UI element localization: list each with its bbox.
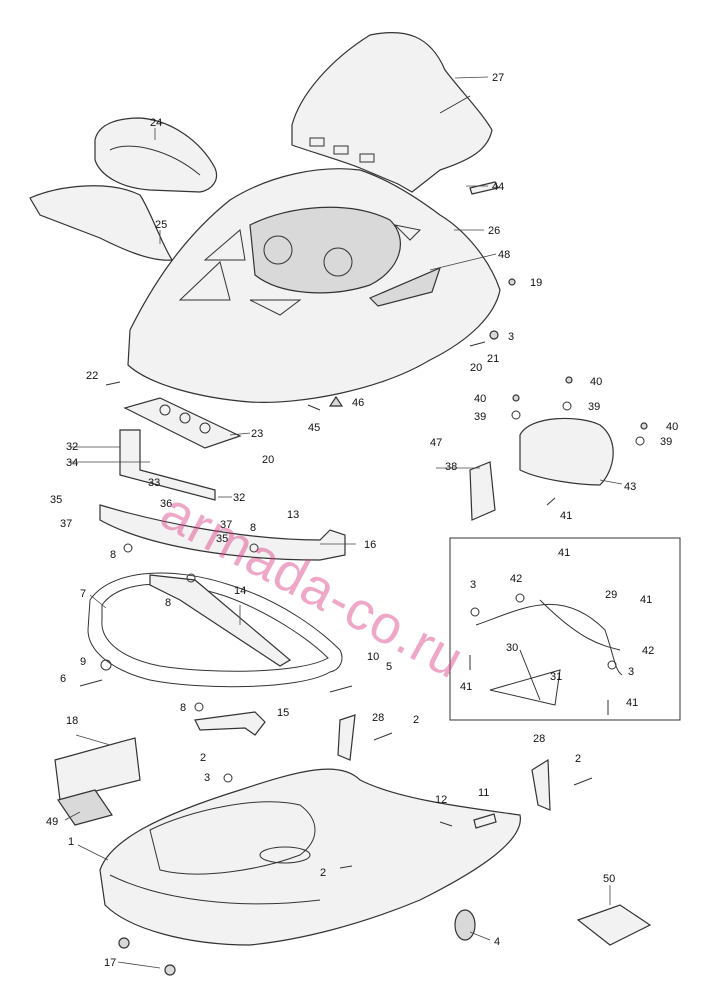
callout-8d: 8 bbox=[180, 702, 186, 714]
callout-28b: 28 bbox=[533, 733, 545, 745]
callout-42b: 42 bbox=[642, 645, 654, 657]
callout-27: 27 bbox=[492, 72, 504, 84]
callout-12: 12 bbox=[435, 794, 447, 806]
callout-28: 28 bbox=[372, 712, 384, 724]
callout-41e: 41 bbox=[626, 697, 638, 709]
callout-5: 5 bbox=[386, 661, 392, 673]
callout-41: 41 bbox=[560, 510, 572, 522]
callout-13: 13 bbox=[287, 509, 299, 521]
callout-42: 42 bbox=[510, 573, 522, 585]
console-cover bbox=[519, 417, 614, 486]
callout-31: 31 bbox=[550, 671, 562, 683]
front-support bbox=[99, 504, 346, 561]
callout-3: 3 bbox=[508, 331, 514, 343]
leader-lines bbox=[64, 76, 623, 969]
callout-2: 2 bbox=[413, 714, 419, 726]
foam-plate bbox=[54, 737, 141, 801]
wiring-harness bbox=[475, 599, 623, 706]
side-bracket bbox=[469, 461, 496, 521]
callout-3c: 3 bbox=[628, 666, 634, 678]
callout-29: 29 bbox=[605, 589, 617, 601]
callout-numbers: 27 24 44 25 26 48 19 3 21 20 22 46 45 23… bbox=[46, 72, 678, 969]
callout-32b: 32 bbox=[233, 492, 245, 504]
side-panel-upper bbox=[94, 117, 218, 193]
callout-40: 40 bbox=[590, 376, 602, 388]
hood-support-bracket bbox=[119, 397, 242, 501]
callout-49: 49 bbox=[46, 816, 58, 828]
callout-20: 20 bbox=[470, 362, 482, 374]
hardware bbox=[79, 278, 648, 976]
callout-50: 50 bbox=[603, 873, 615, 885]
callout-24: 24 bbox=[150, 117, 162, 129]
callout-40b: 40 bbox=[474, 393, 486, 405]
hinge-part bbox=[469, 181, 499, 195]
callout-21: 21 bbox=[487, 353, 499, 365]
decal-pad bbox=[576, 904, 652, 946]
callout-19: 19 bbox=[530, 277, 542, 289]
callout-2b: 2 bbox=[200, 752, 206, 764]
callout-35: 35 bbox=[50, 494, 62, 506]
callout-23: 23 bbox=[251, 428, 263, 440]
rear-bracket bbox=[194, 711, 266, 736]
bracket-left bbox=[337, 714, 356, 761]
callout-37: 37 bbox=[60, 518, 72, 530]
callout-7: 7 bbox=[80, 588, 86, 600]
callout-38: 38 bbox=[445, 461, 457, 473]
callout-15: 15 bbox=[277, 707, 289, 719]
callout-32: 32 bbox=[66, 441, 78, 453]
hood bbox=[127, 168, 501, 403]
callout-22: 22 bbox=[86, 370, 98, 382]
callout-39b: 39 bbox=[474, 411, 486, 423]
callout-45: 45 bbox=[308, 422, 320, 434]
callout-39c: 39 bbox=[660, 436, 672, 448]
plug bbox=[454, 909, 476, 941]
callout-36: 36 bbox=[160, 498, 172, 510]
callout-8c: 8 bbox=[165, 597, 171, 609]
callout-40c: 40 bbox=[666, 421, 678, 433]
callout-4: 4 bbox=[494, 936, 500, 948]
windshield bbox=[291, 31, 493, 193]
callout-14: 14 bbox=[234, 585, 246, 597]
callout-46: 46 bbox=[352, 397, 364, 409]
callout-20b: 20 bbox=[262, 454, 274, 466]
callout-17: 17 bbox=[104, 957, 116, 969]
callout-18: 18 bbox=[66, 715, 78, 727]
callout-39: 39 bbox=[588, 401, 600, 413]
callout-8: 8 bbox=[250, 522, 256, 534]
callout-34: 34 bbox=[66, 457, 78, 469]
callout-44: 44 bbox=[492, 181, 504, 193]
callout-25: 25 bbox=[155, 219, 167, 231]
callout-33: 33 bbox=[148, 477, 160, 489]
callout-47: 47 bbox=[430, 437, 442, 449]
callout-11: 11 bbox=[478, 787, 489, 799]
callout-48: 48 bbox=[498, 249, 510, 261]
side-panel-lower bbox=[29, 185, 174, 261]
callout-9: 9 bbox=[80, 656, 86, 668]
callout-3d: 3 bbox=[204, 772, 210, 784]
callout-37b: 37 bbox=[220, 519, 232, 531]
callout-8b: 8 bbox=[110, 549, 116, 561]
callout-2d: 2 bbox=[320, 867, 326, 879]
wiring-inset bbox=[449, 537, 681, 721]
callout-41c: 41 bbox=[640, 594, 652, 606]
callout-16: 16 bbox=[364, 539, 376, 551]
callout-30: 30 bbox=[506, 642, 518, 654]
front-bumper bbox=[87, 572, 343, 688]
callout-2c: 2 bbox=[575, 753, 581, 765]
callout-1: 1 bbox=[68, 836, 74, 848]
callout-41b: 41 bbox=[558, 547, 570, 559]
callout-43: 43 bbox=[624, 481, 636, 493]
callout-6: 6 bbox=[60, 673, 66, 685]
callout-35b: 35 bbox=[216, 533, 228, 545]
belly-pan bbox=[99, 768, 521, 946]
bracket-right bbox=[531, 758, 551, 811]
callout-10: 10 bbox=[367, 651, 379, 663]
front-plate bbox=[149, 574, 292, 667]
callout-26: 26 bbox=[488, 225, 500, 237]
callout-41d: 41 bbox=[460, 681, 472, 693]
callout-3b: 3 bbox=[470, 579, 476, 591]
